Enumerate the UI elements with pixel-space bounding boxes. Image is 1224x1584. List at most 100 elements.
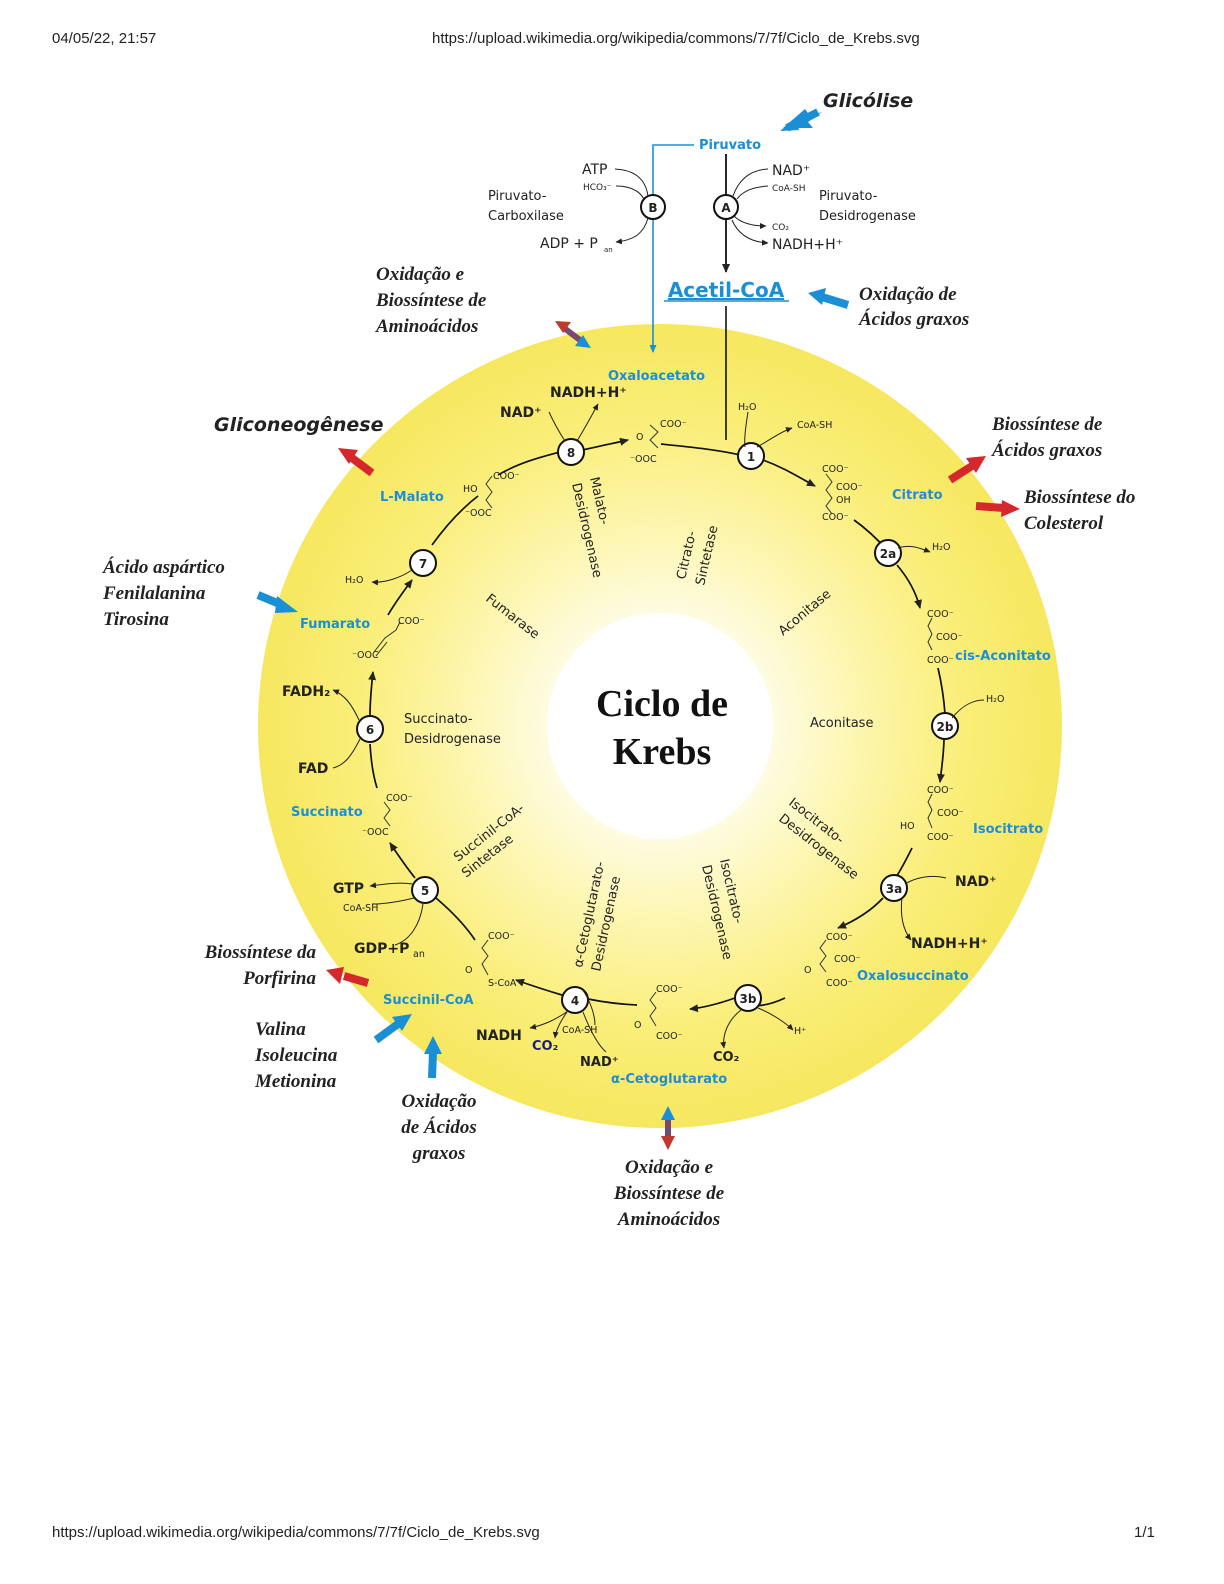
step-2a: 2a — [874, 539, 902, 567]
porfirina-1: Biossíntese da — [204, 942, 317, 963]
step-8-label: 8 — [567, 446, 575, 460]
print-page-number: 1/1 — [1134, 1524, 1155, 1541]
nad-step8: NAD⁺ — [500, 405, 542, 421]
step-8: 8 — [557, 438, 585, 466]
ox-bio-amino-top-arrow — [555, 321, 591, 348]
porfirina-arrow — [326, 967, 370, 987]
gliconeogenese-arrow — [338, 448, 375, 477]
bio-colesterol-arrow — [975, 500, 1020, 517]
co2-step4: CO₂ — [532, 1039, 558, 1054]
coa-sh-step4: CoA-SH — [562, 1025, 597, 1036]
isocitrato-label: Isocitrato — [973, 822, 1043, 837]
structure-isocitrato: COO⁻ COO⁻ HO COO⁻ — [900, 785, 964, 843]
structure-fumarato: COO⁻ ⁻OOC — [352, 616, 425, 661]
nad-top-label: NAD⁺ — [772, 163, 810, 179]
isocitrato-coo-1: COO⁻ — [927, 785, 954, 796]
nadh-step8: NADH+H⁺ — [550, 385, 627, 401]
step-6: 6 — [356, 715, 384, 743]
step-7-label: 7 — [419, 557, 427, 571]
ox-bio-amino-bot-2: Biossíntese de — [613, 1183, 725, 1204]
fad-step6: FAD — [298, 761, 328, 777]
step-3b-label: 3b — [740, 992, 757, 1006]
step-2a-label: 2a — [880, 547, 896, 561]
coa-sh-step1: CoA-SH — [797, 420, 832, 431]
fumarato-coo: COO⁻ — [398, 616, 425, 627]
oxalosuccinato-o: O — [804, 965, 811, 976]
isocitrato-coo-2: COO⁻ — [937, 808, 964, 819]
succinil-coa-coo: COO⁻ — [488, 931, 515, 942]
valina-arrow — [373, 1014, 412, 1044]
citrato-label: Citrato — [892, 488, 943, 503]
step-b-label: B — [648, 201, 657, 215]
structure-oxalosuccinato: COO⁻ COO⁻ O COO⁻ — [804, 932, 861, 989]
citrato-coo-2: COO⁻ — [836, 482, 863, 493]
piruvato-carboxilase-2: Carboxilase — [488, 209, 564, 224]
piruvato-label: Piruvato — [699, 138, 761, 153]
step-5: 5 — [411, 876, 439, 904]
cis-aconitato-label: cis-Aconitato — [955, 649, 1051, 664]
print-url-bottom: https://upload.wikimedia.org/wikipedia/c… — [52, 1524, 540, 1541]
ox-acidos-bot-2: de Ácidos — [401, 1116, 476, 1138]
oxaloacetato-coo: COO⁻ — [660, 419, 687, 430]
hco3-label: HCO₃⁻ — [583, 183, 612, 193]
cis-aconitato-coo-1: COO⁻ — [927, 609, 954, 620]
step-3b: 3b — [734, 984, 762, 1012]
gdp-step5-sub: an — [413, 949, 425, 960]
bio-acidos-2: Ácidos graxos — [991, 439, 1102, 461]
step-4: 4 — [561, 986, 589, 1014]
structure-a-cetoglutarato: COO⁻ O COO⁻ — [634, 984, 683, 1042]
valina-2: Isoleucina — [254, 1045, 338, 1066]
gdp-step5: GDP+P — [354, 941, 409, 957]
step-3a: 3a — [880, 874, 908, 902]
nadh-top-label: NADH+H⁺ — [772, 237, 843, 253]
ox-bio-amino-top-1: Oxidação e — [376, 264, 465, 285]
succinil-coa-o: O — [465, 965, 472, 976]
print-url-top: https://upload.wikimedia.org/wikipedia/c… — [432, 30, 920, 47]
step-2b: 2b — [931, 712, 959, 740]
oxalosuccinato-coo-3: COO⁻ — [826, 978, 853, 989]
center-circle — [547, 613, 773, 839]
coa-sh-top-label: CoA-SH — [772, 184, 805, 194]
piruvato-desidrogenase-1: Piruvato- — [819, 189, 878, 204]
ox-acidos-bot-arrow — [424, 1036, 442, 1079]
oxalosuccinato-label: Oxalosuccinato — [857, 969, 969, 984]
co2-top-label: CO₂ — [772, 223, 789, 233]
oxaloacetato-ooc: ⁻OOC — [630, 454, 657, 465]
ox-acidos-bot-3: graxos — [412, 1143, 466, 1164]
step-1: 1 — [737, 442, 765, 470]
gliconeogenese-label: Gliconeogênese — [214, 414, 384, 436]
ox-acidos-top-2: Ácidos graxos — [858, 308, 969, 330]
step-5-label: 5 — [421, 884, 429, 898]
h-step3b: H⁺ — [794, 1026, 806, 1037]
ox-bio-amino-bot-arrow — [661, 1106, 675, 1150]
step-6-label: 6 — [366, 723, 374, 737]
glicolise-arrow — [780, 108, 822, 132]
step-1-label: 1 — [747, 450, 755, 464]
valina-3: Metionina — [254, 1071, 337, 1092]
oxaloacetato-o: O — [636, 432, 643, 443]
fumarato-label: Fumarato — [300, 617, 370, 632]
aspartico-1: Ácido aspártico — [102, 556, 225, 578]
l-malato-coo: COO⁻ — [493, 471, 520, 482]
atp-label: ATP — [582, 162, 607, 178]
structure-succinil-coa: COO⁻ O S-CoA — [465, 931, 517, 989]
bio-acidos-1: Biossíntese de — [991, 414, 1103, 435]
h2o-step2a: H₂O — [932, 542, 950, 553]
print-datetime: 04/05/22, 21:57 — [52, 30, 157, 47]
enzyme-succinato-desid-1: Succinato- — [404, 712, 473, 727]
a-cetoglutarato-o: O — [634, 1020, 641, 1031]
structure-cis-aconitato: COO⁻ COO⁻ COO⁻ — [927, 609, 963, 666]
aspartico-3: Tirosina — [103, 609, 169, 630]
citrato-coo-1: COO⁻ — [822, 464, 849, 475]
ox-bio-amino-top-2: Biossíntese de — [375, 290, 487, 311]
nad-step3a: NAD⁺ — [955, 874, 997, 890]
oxaloacetato-label: Oxaloacetato — [608, 369, 705, 384]
succinato-label: Succinato — [291, 805, 363, 820]
co2-step3b: CO₂ — [713, 1050, 739, 1065]
oxalosuccinato-coo-1: COO⁻ — [826, 932, 853, 943]
piruvato-desidrogenase-2: Desidrogenase — [819, 209, 916, 224]
step-a-label: A — [721, 201, 731, 215]
l-malato-ho: HO — [463, 484, 478, 495]
structure-succinato: COO⁻ ⁻OOC — [362, 793, 413, 838]
